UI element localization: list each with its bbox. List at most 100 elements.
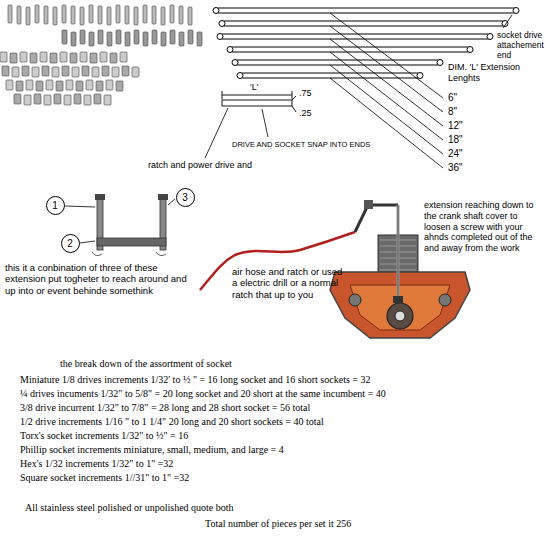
socket — [70, 53, 77, 63]
callout-circle: 1 — [46, 196, 65, 215]
socket — [60, 52, 67, 62]
socket — [34, 94, 41, 104]
socket — [44, 95, 51, 105]
socket — [179, 6, 183, 24]
socket — [80, 52, 87, 62]
note-label: 'L' — [250, 82, 258, 93]
breakdown-text: Hex's 1/32 increments 1/32" to 1" =32 — [20, 458, 173, 470]
socket — [104, 95, 111, 105]
socket — [44, 6, 48, 24]
socket — [132, 67, 139, 77]
note-label: 24" — [448, 148, 463, 160]
socket — [107, 7, 111, 25]
socket — [66, 80, 73, 90]
breakdown-text: Torx's socket increments 1/32" to ½" = 1… — [20, 430, 188, 442]
socket — [179, 32, 184, 46]
socket — [30, 53, 37, 63]
socket — [20, 52, 27, 62]
socket — [102, 66, 109, 76]
note-label: 8" — [448, 106, 457, 118]
socket — [152, 30, 157, 44]
socket — [134, 7, 138, 25]
socket — [112, 67, 119, 77]
socket — [14, 94, 21, 104]
note-label: 12" — [448, 120, 463, 132]
breakdown-text: All stainless steel polished or unpolish… — [25, 502, 234, 514]
socket — [89, 32, 94, 46]
socket — [46, 80, 53, 90]
socket — [0, 52, 7, 62]
breakdown-text: the break down of the assortment of sock… — [60, 358, 232, 370]
socket — [26, 80, 33, 90]
socket — [26, 7, 30, 25]
socket — [170, 30, 175, 44]
breakdown-text: Total number of pieces per set it 256 — [205, 518, 351, 530]
socket — [53, 7, 57, 25]
socket — [80, 7, 84, 25]
callout-circle: 2 — [61, 234, 80, 253]
socket — [89, 5, 93, 23]
socket — [62, 5, 66, 23]
leader-lines — [205, 13, 512, 168]
note-label: 36" — [448, 162, 463, 174]
socket — [71, 32, 76, 46]
socket — [116, 30, 121, 44]
note-label: air hose and ratch or used a electric dr… — [232, 266, 344, 300]
note-label: .75 — [299, 88, 312, 99]
socket — [116, 81, 123, 91]
socket — [188, 30, 193, 44]
socket — [35, 5, 39, 23]
callout-circle: 3 — [176, 188, 195, 207]
socket — [40, 52, 47, 62]
breakdown-text: Square socket increments 1//31" to 1" =3… — [20, 472, 189, 484]
socket — [52, 67, 59, 77]
socket — [22, 66, 29, 76]
socket — [6, 80, 13, 90]
socket — [16, 81, 23, 91]
socket — [92, 67, 99, 77]
socket — [134, 30, 139, 44]
note-label: extension reaching down to the crank sha… — [424, 200, 546, 254]
socket — [122, 66, 129, 76]
breakdown-text: Phillip socket increments miniature, sma… — [20, 444, 284, 456]
socket — [72, 67, 79, 77]
socket — [161, 32, 166, 46]
socket — [80, 30, 85, 44]
breakdown-text: Miniature 1/8 drives increments 1/32' to… — [20, 374, 370, 386]
socket — [125, 32, 130, 46]
socket — [116, 5, 120, 23]
socket — [143, 5, 147, 23]
note-label: socket drive attachement end — [497, 30, 547, 61]
socket — [94, 94, 101, 104]
socket — [100, 52, 107, 62]
socket — [143, 32, 148, 46]
socket — [188, 7, 192, 25]
breakdown-text: 3/8 drive incurrent 1/32" to 7/8" = 28 l… — [20, 402, 310, 414]
socket — [107, 32, 112, 46]
socket — [64, 95, 71, 105]
socket — [98, 30, 103, 44]
note-label: DIM. 'L' Extension Lenghts — [448, 62, 546, 84]
socket — [50, 53, 57, 63]
socket — [62, 30, 67, 44]
socket — [106, 80, 113, 90]
socket — [96, 81, 103, 91]
socket — [76, 81, 83, 91]
note-label: ratch and power drive and — [148, 160, 252, 171]
socket — [8, 5, 12, 23]
socket — [161, 7, 165, 25]
socket — [82, 66, 89, 76]
socket — [2, 66, 9, 76]
breakdown-text: ¼ drives incuments 1/32" to 5/8" = 20 lo… — [20, 388, 386, 400]
socket — [152, 6, 156, 24]
socket — [170, 5, 174, 23]
callout-number: 2 — [67, 238, 73, 249]
note-label: this it a conbination of three of these … — [5, 262, 197, 296]
note-label: DRIVE AND SOCKET SNAP INTO ENDS — [232, 140, 370, 149]
note-label: 18" — [448, 134, 463, 146]
socket — [98, 6, 102, 24]
socket — [12, 67, 19, 77]
socket — [10, 53, 17, 63]
socket — [62, 66, 69, 76]
